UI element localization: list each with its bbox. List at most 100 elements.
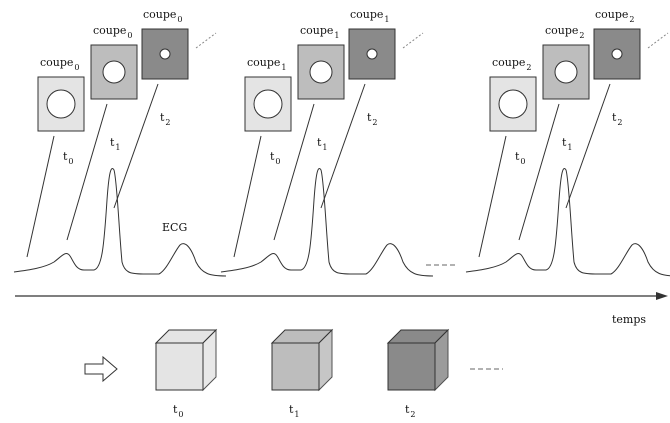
slice-frame-0: coupe2 t0 — [478, 56, 537, 258]
ventricle-circle — [498, 89, 528, 119]
slice-label: coupe2 — [595, 8, 635, 24]
frame-time-label-text: t — [317, 136, 322, 149]
frame-time-label: t0 — [63, 150, 74, 166]
frame-connector-line — [320, 83, 366, 209]
time-axis-arrowhead-icon — [656, 292, 668, 300]
frame-connector-line — [26, 135, 55, 258]
slice-label-subscript: 2 — [526, 63, 531, 72]
frame-connector-line — [565, 83, 611, 209]
slice-label-text: coupe — [93, 24, 126, 37]
frame-time-label-text: t — [367, 111, 372, 124]
ecg-traces — [13, 168, 670, 277]
time-axis-label: temps — [612, 313, 646, 326]
slice-label-subscript: 1 — [384, 15, 389, 24]
slice-label-subscript: 2 — [579, 31, 584, 40]
volume-time-label: t0 — [173, 403, 184, 419]
frame-time-label-text: t — [270, 150, 275, 163]
frame-time-label: t2 — [160, 111, 171, 127]
ecg-trace-1 — [220, 168, 434, 277]
ventricle-circle — [102, 60, 126, 84]
slice-groups: coupe0t0coupe0t1coupe0t2coupe1t0coupe1t1… — [26, 8, 669, 258]
frame-continuation-dots — [402, 32, 424, 49]
frame-time-label: t2 — [612, 111, 623, 127]
frame-connector-line — [478, 135, 507, 258]
frame-time-label-subscript: 0 — [68, 157, 73, 166]
slice-label: coupe1 — [350, 8, 390, 24]
volume-time-label-subscript: 0 — [178, 410, 183, 419]
frame-continuation-dots — [195, 32, 217, 49]
volume-time-label-subscript: 2 — [410, 410, 415, 419]
frame-connector-line — [66, 103, 108, 241]
frame-time-label-subscript: 2 — [165, 118, 170, 127]
slice-label-subscript: 0 — [74, 63, 79, 72]
frame-time-label-subscript: 0 — [520, 157, 525, 166]
frame-connector-line — [273, 103, 315, 241]
frame-time-label: t1 — [317, 136, 328, 152]
volume-time-label: t2 — [405, 403, 416, 419]
slice-label: coupe2 — [492, 56, 532, 72]
slice-label-text: coupe — [247, 56, 280, 69]
volume-time-label-text: t — [289, 403, 294, 416]
ventricle-circle — [46, 89, 76, 119]
volume-cube-0: t0 — [154, 328, 218, 419]
frame-time-label-text: t — [110, 136, 115, 149]
ventricle-circle — [309, 60, 333, 84]
slice-label-text: coupe — [300, 24, 333, 37]
slice-label: coupe0 — [143, 8, 183, 24]
frame-continuation-dots — [647, 32, 669, 49]
volume-time-label-subscript: 1 — [294, 410, 299, 419]
slice-label-subscript: 1 — [281, 63, 286, 72]
slice-label-text: coupe — [143, 8, 176, 21]
frame-time-label-subscript: 1 — [567, 143, 572, 152]
frame-time-label: t1 — [110, 136, 121, 152]
frame-connector-line — [233, 135, 262, 258]
frame-time-label-subscript: 2 — [372, 118, 377, 127]
cube-front-face — [271, 342, 320, 391]
slice-label-subscript: 0 — [177, 15, 182, 24]
slice-label-subscript: 1 — [334, 31, 339, 40]
volume-time-label-text: t — [173, 403, 178, 416]
volume-cube-1: t1 — [270, 328, 334, 419]
slice-label-text: coupe — [492, 56, 525, 69]
volume-time-label: t1 — [289, 403, 300, 419]
frame-time-label-subscript: 1 — [115, 143, 120, 152]
frame-time-label-text: t — [63, 150, 68, 163]
frame-connector-line — [113, 83, 159, 209]
frame-time-label-text: t — [562, 136, 567, 149]
slice-label-subscript: 2 — [629, 15, 634, 24]
slice-label: coupe0 — [93, 24, 133, 40]
ventricle-circle — [366, 48, 378, 60]
frame-time-label-subscript: 2 — [617, 118, 622, 127]
cube-front-face — [155, 342, 204, 391]
frame-time-label-text: t — [160, 111, 165, 124]
slice-label-text: coupe — [350, 8, 383, 21]
slice-label: coupe0 — [40, 56, 80, 72]
slice-label-subscript: 0 — [127, 31, 132, 40]
ventricle-circle — [253, 89, 283, 119]
frame-connector-line — [518, 103, 560, 241]
slice-label-text: coupe — [545, 24, 578, 37]
slice-frame-0: coupe1 t0 — [233, 56, 292, 258]
ecg-label: ECG — [162, 221, 187, 234]
frame-time-label-text: t — [612, 111, 617, 124]
ecg-trace-2 — [465, 168, 670, 277]
frame-time-label: t0 — [515, 150, 526, 166]
slice-label: coupe1 — [300, 24, 340, 40]
ventricle-circle — [611, 48, 623, 60]
frame-time-label: t0 — [270, 150, 281, 166]
hollow-right-arrow-icon — [84, 355, 118, 383]
ventricle-circle — [554, 60, 578, 84]
volume-cube-2: t2 — [386, 328, 450, 419]
cube-front-face — [387, 342, 436, 391]
frame-time-label-subscript: 1 — [322, 143, 327, 152]
frame-time-label-subscript: 0 — [275, 157, 280, 166]
